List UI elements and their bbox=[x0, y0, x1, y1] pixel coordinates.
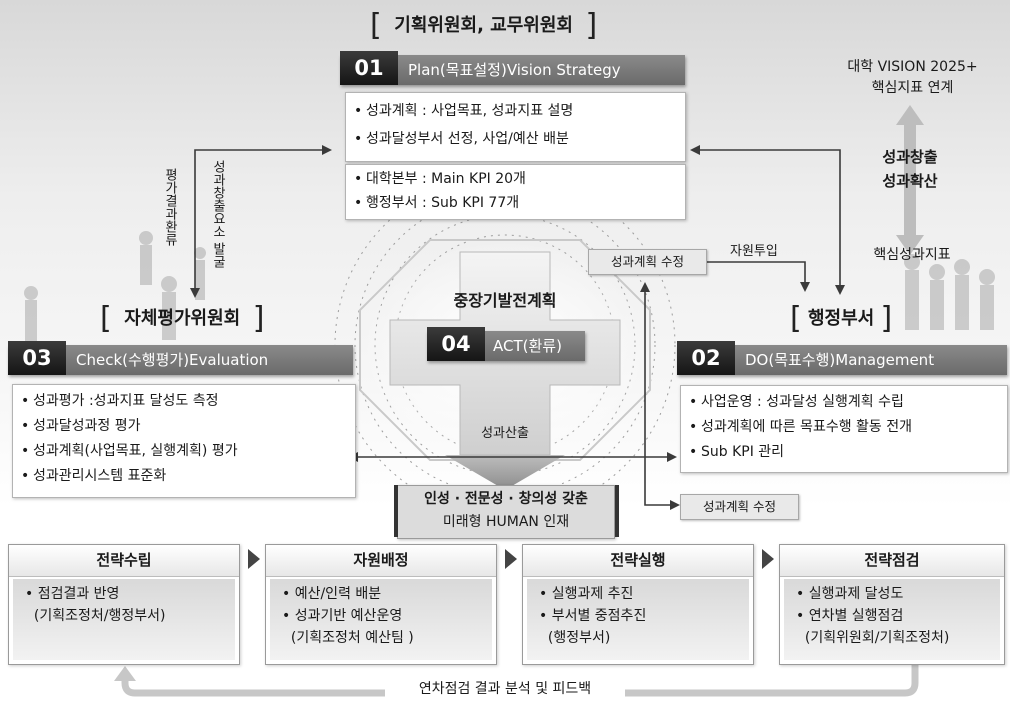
stage-title: 전략수립 bbox=[9, 545, 239, 577]
performance-output-label: 성과산출 bbox=[481, 426, 529, 441]
stage-line: • 실행과제 달성도 bbox=[796, 586, 904, 602]
plan-kpi: 행정부서 : Sub KPI 77개 bbox=[352, 191, 685, 215]
stage-card-execution: 전략실행 • 실행과제 추진 • 부서별 중점추진 (행정부서) bbox=[522, 544, 754, 665]
stage-line: • 예산/인력 배분 bbox=[282, 586, 382, 602]
performance-creation: 성과창출 성과확산 bbox=[860, 145, 960, 193]
self-eval-text: 자체평가위원회 bbox=[124, 308, 241, 329]
stage-line: • 부서별 중점추진 bbox=[539, 608, 647, 624]
check-number: 03 bbox=[8, 341, 66, 375]
stage-body: • 점검결과 반영 (기획조정처/행정부서) bbox=[13, 579, 235, 660]
people-silhouettes-right bbox=[904, 254, 995, 330]
stage-body: • 예산/인력 배분 • 성과기반 예산운영 (기획조정처 예산팀 ) bbox=[270, 579, 492, 660]
stage-line: (행정부서) bbox=[539, 630, 611, 646]
vision-mid2: 성과확산 bbox=[882, 172, 938, 190]
check-box: 성과평가 :성과지표 달성도 측정 성과달성과정 평가 성과계획(사업목표, 실… bbox=[12, 384, 356, 498]
act-title: ACT(환류) bbox=[493, 337, 562, 355]
stage-line: • 성과기반 예산운영 bbox=[282, 608, 403, 624]
stage-card-check: 전략점검 • 실행과제 달성도 • 연차별 실행점검 (기획위원회/기획조정처) bbox=[779, 544, 1005, 665]
act-number: 04 bbox=[427, 327, 485, 361]
stage-arrow-2 bbox=[505, 549, 517, 569]
stage-line: (기획위원회/기획조정처) bbox=[796, 630, 950, 646]
people-silhouettes-left bbox=[24, 231, 206, 342]
stage-line: • 연차별 실행점검 bbox=[796, 608, 904, 624]
plan-kpi: 대학본부 : Main KPI 20개 bbox=[352, 167, 685, 191]
stage-arrow-1 bbox=[248, 549, 260, 569]
stage-line: • 점검결과 반영 bbox=[25, 586, 120, 602]
human-line1: 인성 · 전문성 · 창의성 갖춘 bbox=[424, 491, 588, 507]
self-eval-committee: [ 자체평가위원회 ] bbox=[100, 301, 265, 336]
check-header: 03 Check(수행평가)Evaluation bbox=[8, 341, 353, 375]
do-item: 성과계획에 따른 목표수행 활동 전개 bbox=[687, 415, 1007, 440]
vision-double-arrow bbox=[896, 105, 924, 255]
stage-line: • 실행과제 추진 bbox=[539, 586, 634, 602]
do-title: DO(목표수행)Management bbox=[745, 351, 935, 369]
plan-title: Plan(목표설정)Vision Strategy bbox=[408, 61, 621, 79]
stage-title: 전략점검 bbox=[780, 545, 1004, 577]
core-kpi-label: 핵심성과지표 bbox=[873, 247, 951, 263]
check-title: Check(수행평가)Evaluation bbox=[76, 351, 269, 369]
plan-box-a: 성과계획 : 사업목표, 성과지표 설명 성과달성부서 선정, 사업/예산 배분 bbox=[345, 92, 686, 162]
do-item: 사업운영 : 성과달성 실행계획 수립 bbox=[687, 390, 1007, 415]
feedback-label: 연차점검 결과 분석 및 피드백 bbox=[385, 678, 625, 698]
plan-revise-box-bottom: 성과계획 수정 bbox=[680, 494, 799, 520]
connector-lines bbox=[194, 149, 841, 506]
admin-dept-label: [ 행정부서 ] bbox=[790, 301, 893, 336]
act-header: 04 ACT(환류) bbox=[427, 327, 585, 361]
check-item: 성과평가 :성과지표 달성도 측정 bbox=[19, 389, 355, 414]
vision-text: 대학 VISION 2025+ 핵심지표 연계 bbox=[840, 57, 985, 99]
feedback-vertical-text: 평가결과환류 bbox=[162, 168, 177, 246]
do-number: 02 bbox=[677, 341, 735, 375]
stage-body: • 실행과제 달성도 • 연차별 실행점검 (기획위원회/기획조정처) bbox=[784, 579, 1000, 660]
stage-card-resource: 자원배정 • 예산/인력 배분 • 성과기반 예산운영 (기획조정처 예산팀 ) bbox=[265, 544, 497, 665]
stage-line: (기획조정처/행정부서) bbox=[25, 608, 166, 624]
stage-body: • 실행과제 추진 • 부서별 중점추진 (행정부서) bbox=[527, 579, 749, 660]
check-item: 성과계획(사업목표, 실행계획) 평가 bbox=[19, 439, 355, 464]
stage-arrow-3 bbox=[762, 549, 774, 569]
human-line2: 미래형 HUMAN 인재 bbox=[442, 514, 570, 530]
committee-label-top: [ 기획위원회, 교무위원회 ] bbox=[370, 8, 598, 43]
stage-card-strategy: 전략수립 • 점검결과 반영 (기획조정처/행정부서) bbox=[8, 544, 240, 665]
check-item: 성과관리시스템 표준화 bbox=[19, 464, 355, 489]
committee-text: 기획위원회, 교무위원회 bbox=[394, 15, 573, 36]
plan-header: 01 Plan(목표설정)Vision Strategy bbox=[340, 51, 685, 85]
stage-line: (기획조정처 예산팀 ) bbox=[282, 630, 414, 646]
plan-item: 성과계획 : 사업목표, 성과지표 설명 bbox=[352, 97, 685, 125]
plan-number: 01 bbox=[340, 51, 398, 85]
plan-box-b: 대학본부 : Main KPI 20개 행정부서 : Sub KPI 77개 bbox=[345, 164, 686, 220]
stage-title: 전략실행 bbox=[523, 545, 753, 577]
check-item: 성과달성과정 평가 bbox=[19, 414, 355, 439]
vision-mid1: 성과창출 bbox=[882, 148, 938, 166]
plan-item: 성과달성부서 선정, 사업/예산 배분 bbox=[352, 125, 685, 153]
center-title: 중장기발전계획 bbox=[453, 291, 557, 310]
vision-line1: 대학 VISION 2025+ bbox=[847, 59, 978, 75]
down-pointer bbox=[445, 455, 565, 490]
stage-title: 자원배정 bbox=[266, 545, 496, 577]
resource-input-label: 자원투입 bbox=[730, 244, 778, 259]
vision-line2: 핵심지표 연계 bbox=[871, 80, 954, 96]
element-vertical-text: 성과창출요소 발굴 bbox=[210, 160, 225, 269]
do-header: 02 DO(목표수행)Management bbox=[677, 341, 1007, 375]
human-box: 인성 · 전문성 · 창의성 갖춘 미래형 HUMAN 인재 bbox=[394, 485, 619, 539]
do-item: Sub KPI 관리 bbox=[687, 440, 1007, 465]
admin-dept-text: 행정부서 bbox=[808, 308, 875, 329]
do-box: 사업운영 : 성과달성 실행계획 수립 성과계획에 따른 목표수행 활동 전개 … bbox=[680, 385, 1008, 473]
plan-revise-box-top: 성과계획 수정 bbox=[588, 249, 707, 275]
